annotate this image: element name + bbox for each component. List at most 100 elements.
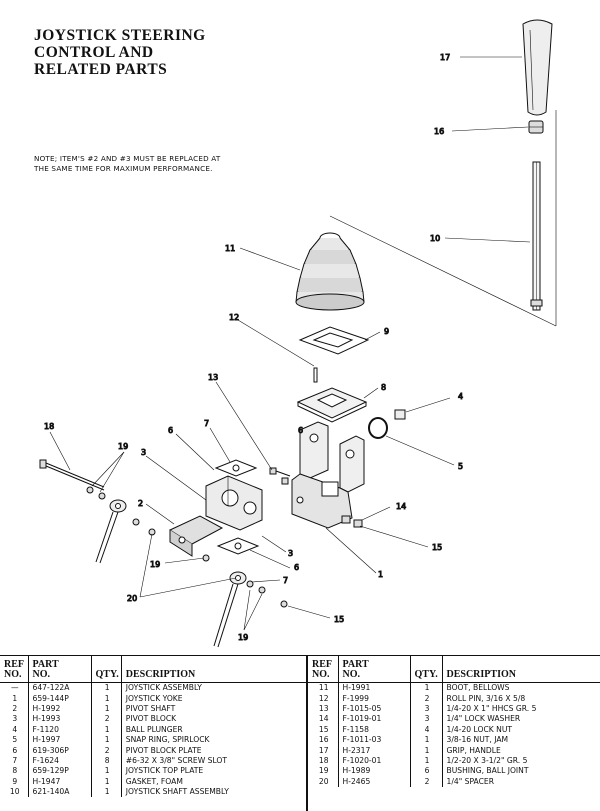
bushings-upper xyxy=(86,486,106,500)
qty-cell: 6 xyxy=(409,766,443,777)
description-cell: GASKET, FOAM xyxy=(125,776,183,786)
part-number-cell: F-1015-05 xyxy=(338,703,411,715)
part-number-cell: H-1989 xyxy=(338,766,411,777)
ball-plunger xyxy=(394,409,406,420)
hhcs-screws xyxy=(269,467,291,485)
ref-cell: 13 xyxy=(308,703,339,715)
description-cell: SNAP RING, SPIRLOCK xyxy=(125,735,210,745)
description-cell: PIVOT BLOCK PLATE xyxy=(125,745,202,755)
callout-13: 13 xyxy=(208,373,218,382)
ref-cell: 10 xyxy=(0,786,29,798)
description-cell: ROLL PIN, 3/16 X 5/8 xyxy=(446,693,526,703)
callout-2: 2 xyxy=(138,499,143,508)
description-cell: PIVOT SHAFT xyxy=(125,703,176,713)
part-number-cell: H-2465 xyxy=(338,776,411,787)
callout-18: 18 xyxy=(44,422,54,431)
part-number-cell: F-1120 xyxy=(28,724,92,735)
description-cell: BOOT, BELLOWS xyxy=(446,683,510,693)
title-line-3: RELATED PARTS xyxy=(34,61,168,78)
title-line-2: CONTROL AND xyxy=(34,44,154,61)
part-number-cell: 659-129P xyxy=(28,766,92,777)
lock-nuts xyxy=(341,515,363,528)
description-cell: 3/8-16 NUT, JAM xyxy=(446,735,509,745)
page-title: JOYSTICK STEERING CONTROL AND RELATED PA… xyxy=(34,27,206,78)
ref-cell: 7 xyxy=(0,755,29,767)
description-cell: 1/4-20 X 1" HHCS GR. 5 xyxy=(446,703,537,713)
ref-cell: 8 xyxy=(0,766,29,777)
table-divider xyxy=(306,656,308,811)
qty-cell: 1 xyxy=(90,776,122,787)
description-cell: JOYSTICK YOKE xyxy=(125,693,183,703)
qty-cell: 1 xyxy=(409,755,443,767)
pivot-block-plate-upper xyxy=(214,459,258,477)
qty-cell: 3 xyxy=(409,714,443,725)
callout-19-lower: 19 xyxy=(238,633,248,642)
qty-cell: 1 xyxy=(409,734,443,746)
qty-cell: 1 xyxy=(409,682,443,694)
description-cell: PIVOT BLOCK xyxy=(125,714,177,724)
callout-15-upper: 15 xyxy=(432,543,442,552)
callout-17: 17 xyxy=(440,53,450,62)
callout-11: 11 xyxy=(225,244,235,253)
foam-gasket xyxy=(298,326,370,355)
exploded-parts-diagram: 17 16 10 11 12 9 13 8 4 18 7 6 3 19 6 5 … xyxy=(39,19,557,648)
ref-cell: 20 xyxy=(308,776,339,787)
qty-cell: 8 xyxy=(90,755,122,767)
callout-3-upper: 3 xyxy=(141,448,146,457)
ref-cell: 19 xyxy=(308,766,339,777)
qty-cell: 1 xyxy=(90,703,122,715)
callout-12: 12 xyxy=(229,313,239,322)
ref-cell: 4 xyxy=(0,724,29,735)
header-qty: QTY. xyxy=(91,656,122,683)
ref-cell: 2 xyxy=(0,703,29,715)
qty-cell: 1 xyxy=(90,724,122,735)
rod-end-left xyxy=(95,499,156,564)
part-number-cell: F-1019-01 xyxy=(338,714,411,725)
qty-cell: 2 xyxy=(409,776,443,787)
ref-cell: — xyxy=(0,682,29,694)
note-line-2: THE SAME TIME FOR MAXIMUM PERFORMANCE. xyxy=(34,164,213,173)
description-cell: BUSHING, BALL JOINT xyxy=(446,766,529,776)
qty-cell: 4 xyxy=(409,724,443,735)
part-number-cell: 621-140A xyxy=(28,786,92,798)
joystick-top-plate xyxy=(296,387,368,423)
callout-7-lower: 7 xyxy=(283,576,288,585)
bellows-boot xyxy=(295,232,365,311)
part-number-cell: H-1992 xyxy=(28,703,92,715)
callout-6-upper: 6 xyxy=(168,426,173,435)
part-number-cell: 647-122A xyxy=(28,682,92,694)
part-number-cell: H-2317 xyxy=(338,745,411,756)
description-cell: 1/4-20 LOCK NUT xyxy=(446,724,513,734)
qty-cell: 3 xyxy=(409,703,443,715)
pivot-shaft xyxy=(168,515,224,557)
part-number-cell: 659-144P xyxy=(28,693,92,704)
qty-cell: 1 xyxy=(90,786,122,798)
long-bolt xyxy=(39,459,105,491)
callout-3-lower: 3 xyxy=(288,549,293,558)
callout-1: 1 xyxy=(378,570,383,579)
ref-cell: 18 xyxy=(308,755,339,767)
ref-cell: 11 xyxy=(308,682,339,694)
part-number-cell: H-1993 xyxy=(28,714,92,725)
description-cell: GRIP, HANDLE xyxy=(446,745,501,755)
description-cell: 1/4" SPACER xyxy=(446,776,494,786)
callout-9: 9 xyxy=(384,327,389,336)
ref-cell: 9 xyxy=(0,776,29,787)
description-cell: 1/2-20 X 3-1/2" GR. 5 xyxy=(446,755,528,765)
part-number-cell: F-1624 xyxy=(28,755,92,767)
